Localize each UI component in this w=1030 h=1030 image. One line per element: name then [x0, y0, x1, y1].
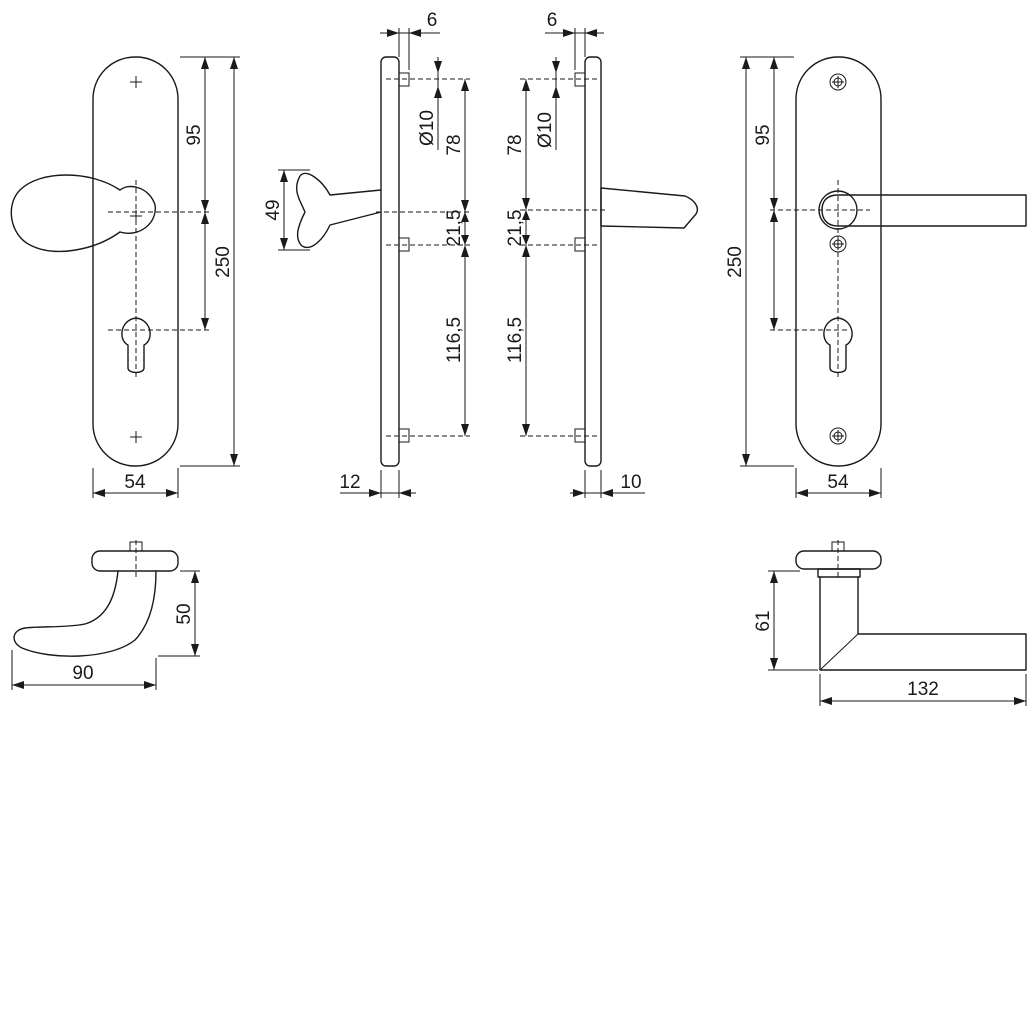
- dim-label-6-right: 6: [547, 10, 558, 31]
- cylinder-keyhole: [121, 317, 151, 374]
- cylinder-keyhole-lever: [823, 317, 853, 374]
- dim-label-90: 90: [72, 663, 93, 684]
- rose-top-view: [91, 550, 179, 572]
- dim-label-116-5-left: 116,5: [444, 317, 465, 363]
- dim-label-250: 250: [213, 246, 234, 278]
- dim-label-49: 49: [263, 199, 284, 220]
- dim-label-21-5-left: 21,5: [444, 210, 465, 247]
- top-view-curved-handle: 50 90: [11, 540, 200, 690]
- dim-label-diameter-left: Ø10: [417, 110, 438, 146]
- dim-label-54: 54: [124, 472, 146, 493]
- curved-handle-outline: [13, 570, 157, 657]
- knob-outline: [10, 174, 121, 253]
- dim-label-12: 12: [339, 472, 360, 493]
- front-view-lever-plate: 95 250 54: [725, 56, 1027, 498]
- side-view-lever: 6 Ø10 78 21,5 116,5 10: [505, 10, 699, 498]
- front-view-knob-plate: 95 250 54: [10, 56, 240, 498]
- dim-label-54-right: 54: [827, 472, 849, 493]
- dim-label-95: 95: [184, 124, 205, 145]
- side-view-knob: 6 Ø10 78 21,5 116,5 49 12: [263, 10, 470, 498]
- lever-handle: [821, 194, 1027, 227]
- dim-label-116-5-right: 116,5: [505, 317, 526, 363]
- dim-label-21-5-right: 21,5: [505, 210, 526, 247]
- dim-label-250-right: 250: [725, 246, 746, 278]
- screw-mark-bottom: [130, 431, 142, 443]
- knob-rose: [119, 185, 156, 234]
- escutcheon-plate-outline-lever: [795, 56, 882, 467]
- screw-boss-top: [829, 73, 847, 91]
- knob-profile: [296, 172, 382, 249]
- dim-label-61: 61: [753, 610, 774, 631]
- dim-label-10: 10: [620, 472, 641, 493]
- screw-mark-top: [130, 76, 142, 88]
- dim-label-132: 132: [907, 679, 939, 700]
- escutcheon-plate-outline: [92, 56, 179, 467]
- dim-label-78-left: 78: [444, 134, 465, 155]
- side-plate-outline-lever: [584, 56, 602, 467]
- dim-label-78-right: 78: [505, 134, 526, 155]
- top-view-straight-lever: 61 132: [753, 540, 1027, 706]
- dim-label-95-right: 95: [753, 124, 774, 145]
- screw-boss-bottom: [829, 427, 847, 445]
- lever-profile: [600, 187, 699, 229]
- side-plate-outline: [380, 56, 400, 467]
- lever-neck: [817, 568, 861, 578]
- dim-label-6-left: 6: [427, 10, 438, 31]
- dim-label-diameter-right: Ø10: [535, 112, 556, 148]
- dim-label-50: 50: [174, 603, 195, 624]
- straight-lever-outline: [819, 576, 1027, 671]
